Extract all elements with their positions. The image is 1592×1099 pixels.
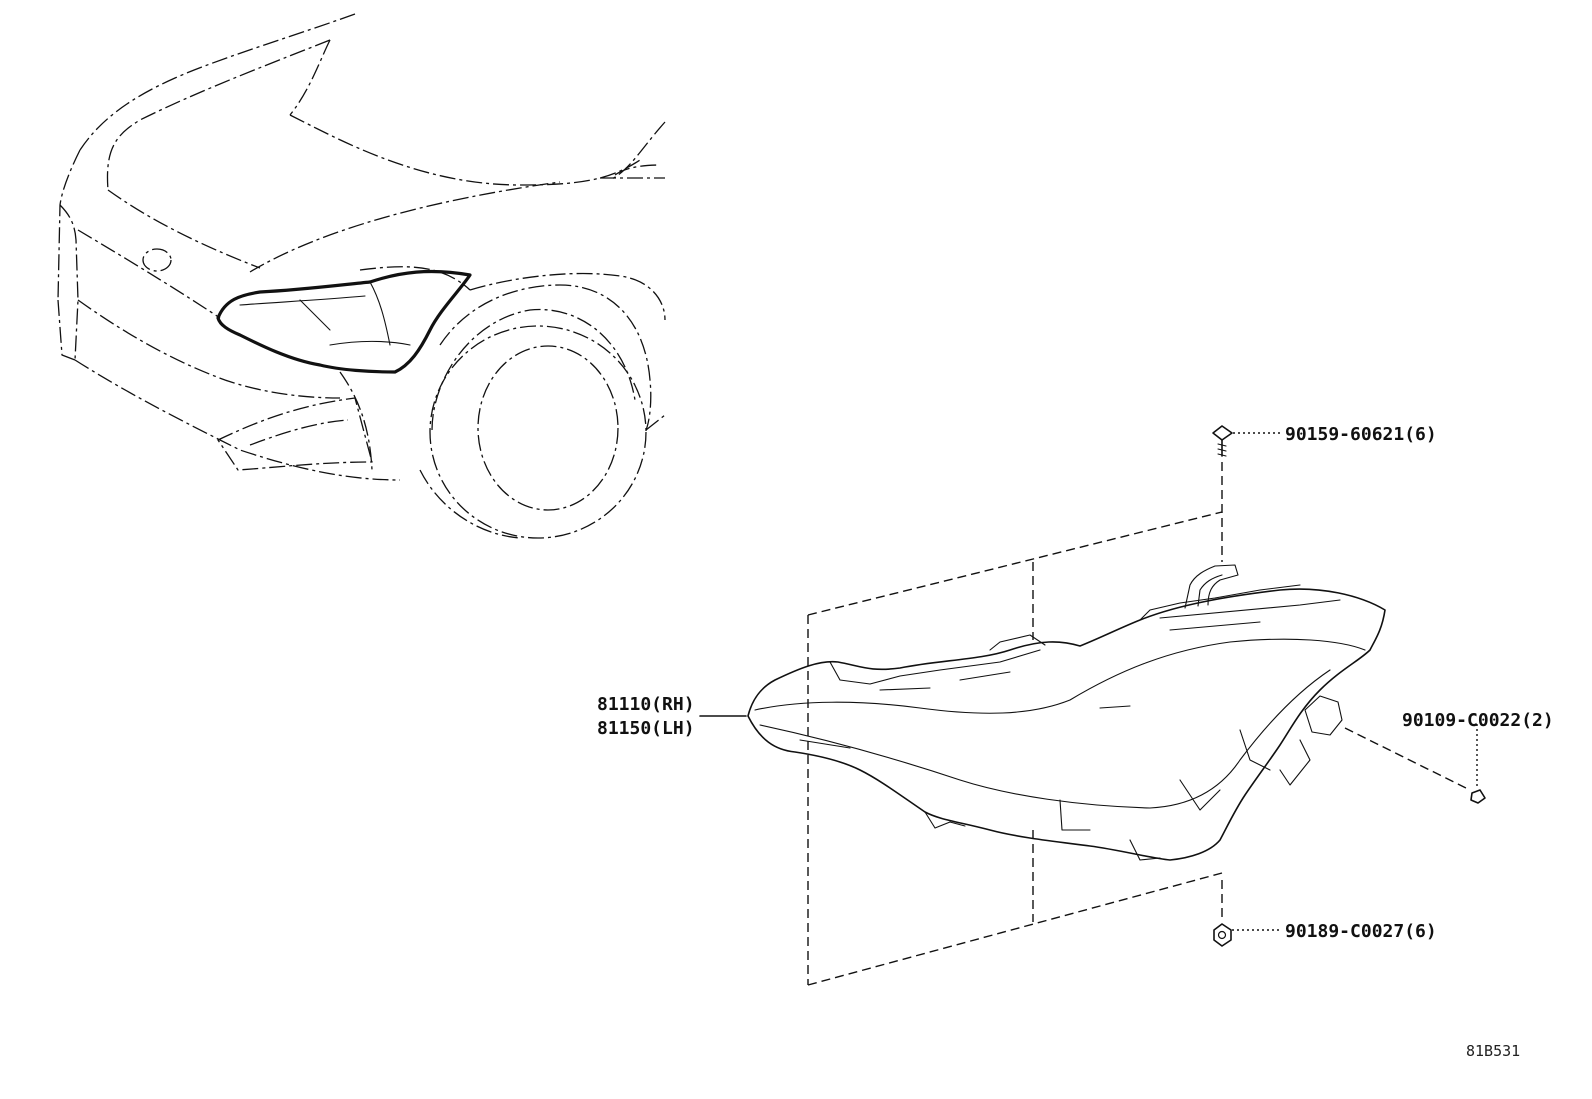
headlamp-assembly [747,511,1386,986]
label-headlamp-lh: 81150(LH) [597,718,695,739]
label-screw-side: 90109-C0022(2) [1402,710,1554,731]
label-headlamp-rh: 81110(RH) [597,694,695,715]
label-bolt-top: 90159-60621(6) [1285,424,1437,445]
bolt-top-icon [1212,425,1233,562]
nut-bottom-icon [1213,880,1232,947]
diagram-code: 81B531 [1466,1042,1520,1060]
label-nut-bottom: 90189-C0027(6) [1285,921,1437,942]
screw-side-icon [1344,724,1486,804]
headlamp-location-highlight [216,269,472,374]
vehicle-front-outline [57,13,666,539]
